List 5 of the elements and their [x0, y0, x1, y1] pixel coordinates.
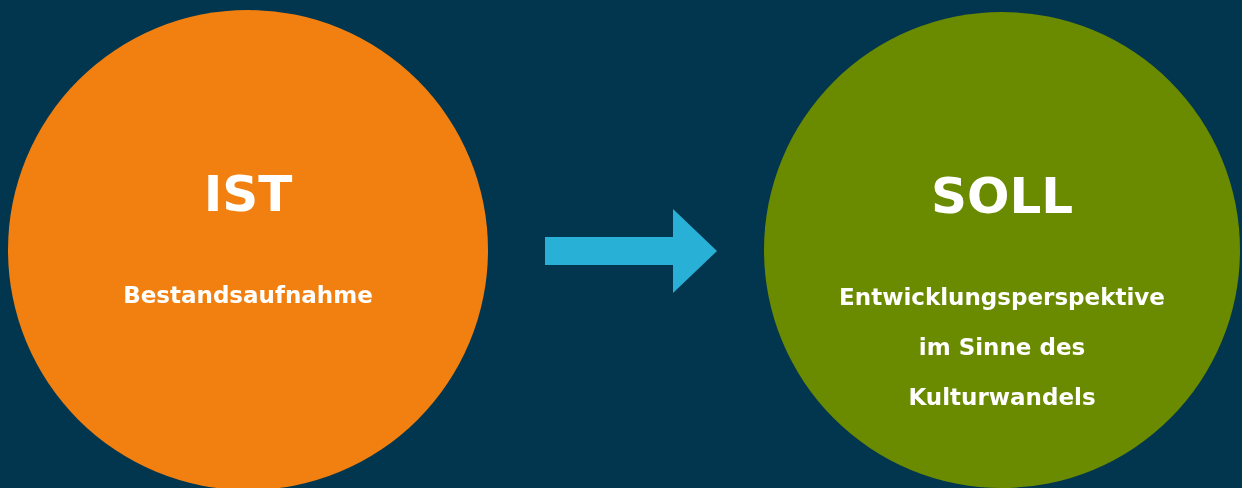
node-title: IST	[202, 165, 294, 223]
node-title: SOLL	[929, 167, 1075, 225]
node-description: Bestandsaufnahme	[122, 281, 374, 310]
node-description: Entwicklungsperspektive im Sinne des Kulturwandels	[838, 283, 1166, 412]
arrow	[545, 209, 717, 293]
